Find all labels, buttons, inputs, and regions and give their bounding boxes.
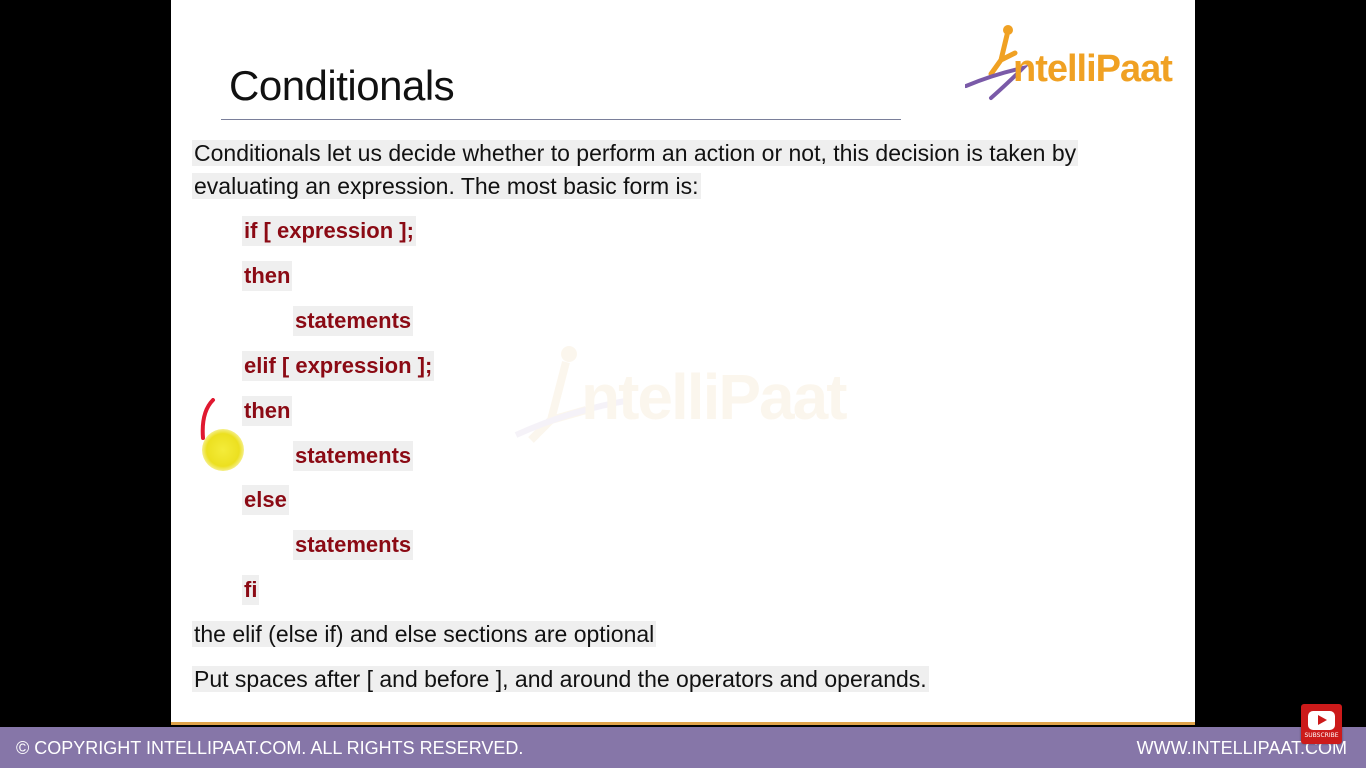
intro-line-1: Conditionals let us decide whether to pe… — [192, 137, 1079, 170]
code-line-statements: statements — [293, 441, 414, 471]
note-optional: the elif (else if) and else sections are… — [192, 618, 657, 651]
slide-title: Conditionals — [229, 62, 455, 109]
intro-line-2: evaluating an expression. The most basic… — [192, 170, 701, 203]
logo-figure-icon — [964, 25, 1030, 100]
pen-annotation-icon — [200, 398, 215, 440]
code-line-statements: statements — [293, 530, 414, 560]
presentation-slide: ntelliPaat Conditionals ntelliPaat Condi… — [171, 0, 1195, 725]
intro-line-2-text: evaluating an expression. The most basic… — [192, 173, 701, 199]
note-spaces-text: Put spaces after [ and before ], and aro… — [192, 666, 929, 692]
code-line-else: else — [242, 485, 289, 515]
note-optional-text: the elif (else if) and else sections are… — [192, 621, 657, 647]
note-spaces: Put spaces after [ and before ], and aro… — [192, 663, 929, 696]
code-line-then: then — [242, 261, 293, 291]
cursor-highlight-icon — [202, 429, 244, 471]
logo-text: ntelliPaat — [1013, 48, 1173, 90]
watermark-text: ntelliPaat — [581, 361, 848, 433]
watermark-logo: ntelliPaat — [511, 340, 871, 460]
footer-bar: © COPYRIGHT INTELLIPAAT.COM. ALL RIGHTS … — [0, 727, 1366, 768]
title-underline — [221, 119, 901, 120]
subscribe-label: SUBSCRIBE — [1304, 732, 1339, 739]
website-link[interactable]: WWW.INTELLIPAAT.COM — [1136, 738, 1347, 758]
intellipaat-logo: ntelliPaat — [964, 20, 1175, 106]
youtube-play-icon — [1308, 711, 1335, 730]
copyright-text: © COPYRIGHT INTELLIPAAT.COM. ALL RIGHTS … — [16, 738, 524, 758]
intro-line-1-text: Conditionals let us decide whether to pe… — [192, 140, 1079, 166]
code-line-if: if [ expression ]; — [242, 216, 416, 246]
code-line-then: then — [242, 396, 293, 426]
code-line-fi: fi — [242, 575, 260, 605]
watermark-figure-icon — [514, 346, 632, 443]
slide-bottom-rule — [171, 722, 1195, 725]
code-line-elif: elif [ expression ]; — [242, 351, 435, 381]
code-line-statements: statements — [293, 306, 414, 336]
subscribe-button[interactable]: SUBSCRIBE — [1301, 704, 1342, 744]
